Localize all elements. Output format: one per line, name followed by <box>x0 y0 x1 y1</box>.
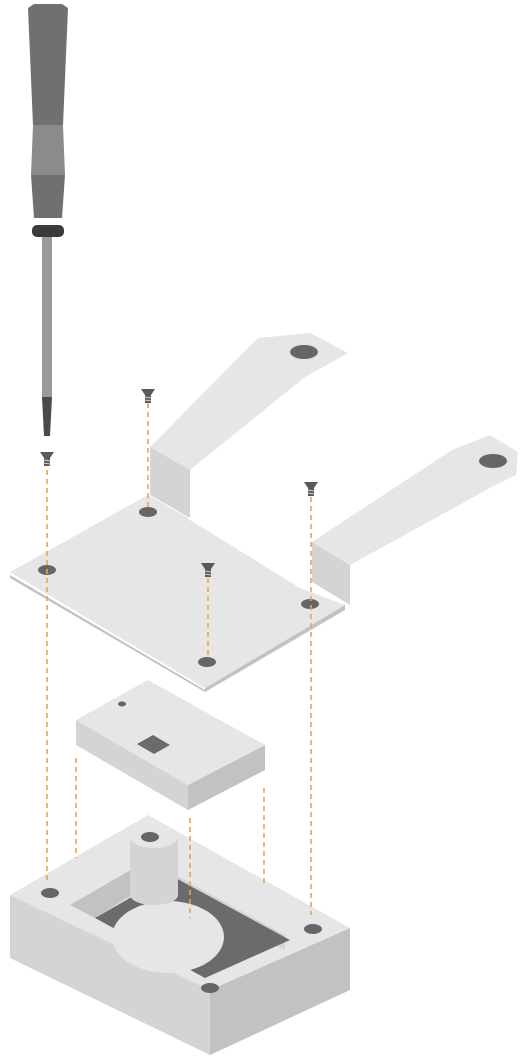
base-hole <box>201 983 219 993</box>
bracket-right-arm <box>312 435 518 565</box>
base-hole <box>304 924 322 934</box>
screwdriver-tip <box>42 397 52 436</box>
base-side-right <box>210 928 350 1055</box>
mounting-bracket <box>10 333 518 692</box>
bracket-left-arm-bend <box>150 447 190 518</box>
screw <box>201 563 215 577</box>
screw <box>304 482 318 496</box>
bracket-hole <box>290 345 318 359</box>
bracket-hole <box>301 599 319 609</box>
base-inner-wall-left <box>70 860 148 918</box>
screwdriver <box>28 4 68 436</box>
module-square-port <box>137 735 170 754</box>
screw <box>40 452 54 466</box>
base-round-cutout <box>112 901 224 973</box>
screwdriver-handle-lower <box>31 175 65 218</box>
guide-lines <box>46 403 312 918</box>
bracket-hole <box>479 454 507 468</box>
module-block <box>76 680 265 810</box>
base-frame <box>10 815 350 1055</box>
bracket-right-arm-bend <box>312 542 350 605</box>
screwdriver-handle <box>28 4 68 125</box>
bracket-hole <box>198 657 216 667</box>
bracket-left-arm <box>150 333 348 470</box>
screwdriver-handle-band <box>31 125 65 175</box>
module-side-right <box>188 745 265 810</box>
base-hole <box>41 888 59 898</box>
base-post-bottom <box>130 885 178 905</box>
bracket-hole <box>139 507 157 517</box>
screws <box>40 389 318 577</box>
screw <box>141 389 155 403</box>
screwdriver-collar <box>32 225 64 237</box>
screwdriver-shaft <box>42 237 52 397</box>
module-small-hole <box>118 701 126 707</box>
base-hole <box>141 832 159 842</box>
base-side-left <box>10 895 210 1055</box>
module-side-left <box>76 720 188 810</box>
bracket-plate-fill <box>10 497 345 688</box>
